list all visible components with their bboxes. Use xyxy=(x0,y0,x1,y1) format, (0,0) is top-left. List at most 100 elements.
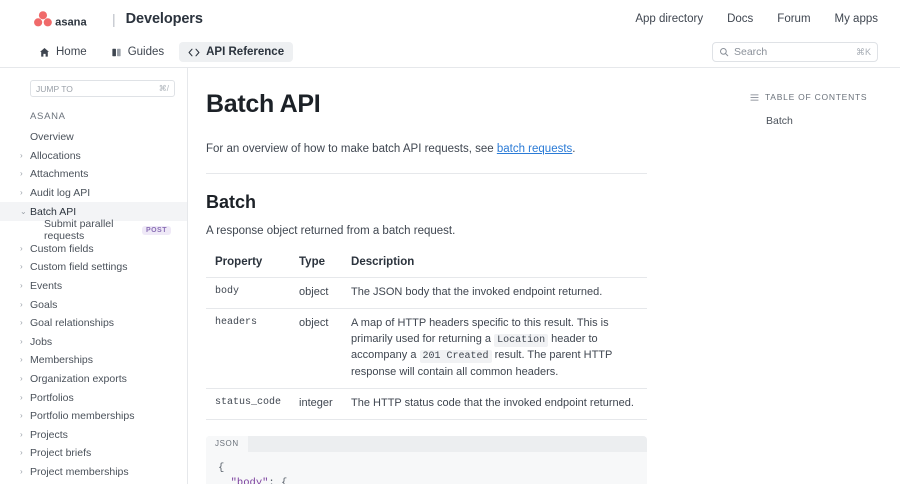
sidebar-item-portfolio-memberships[interactable]: › Portfolio memberships xyxy=(0,407,187,426)
list-icon xyxy=(750,93,759,101)
jump-to-input[interactable]: JUMP TO ⌘/ xyxy=(30,80,175,97)
code-block: JSON { "body": { "data": { "completed": … xyxy=(206,435,647,484)
toc-heading-label: Table of contents xyxy=(765,92,868,102)
top-nav-my-apps[interactable]: My apps xyxy=(834,12,878,25)
search-shortcut: ⌘K xyxy=(855,46,871,57)
jump-to-placeholder: JUMP TO xyxy=(36,83,73,94)
chevron-right-icon: › xyxy=(20,355,23,365)
search-icon xyxy=(720,48,729,57)
column-header-description: Description xyxy=(342,251,647,278)
svg-text:asana: asana xyxy=(55,16,87,27)
top-nav-docs[interactable]: Docs xyxy=(727,12,754,25)
table-row: headers object A map of HTTP headers spe… xyxy=(206,308,647,389)
sub-nav-bar: Home Guides API Reference Search ⌘K xyxy=(0,37,900,68)
book-icon xyxy=(112,48,121,56)
chevron-right-icon: › xyxy=(20,429,23,439)
toc-heading: Table of contents xyxy=(750,92,900,102)
search-box[interactable]: Search ⌘K xyxy=(712,42,878,62)
sidebar-item-overview[interactable]: Overview xyxy=(0,128,187,147)
home-icon xyxy=(40,47,49,57)
sidebar-section-title: Asana xyxy=(30,111,66,122)
code-sample-json: { "body": { "data": { "completed": false… xyxy=(206,451,647,484)
sidebar-item-custom-fields[interactable]: › Custom fields xyxy=(0,240,187,259)
cell-property: status_code xyxy=(206,388,291,420)
sidebar-item-label: Organization exports xyxy=(30,373,127,386)
sidebar-item-allocations[interactable]: › Allocations xyxy=(0,147,187,166)
sidebar-item-project-memberships[interactable]: › Project memberships xyxy=(0,463,187,482)
sidebar-item-memberships[interactable]: › Memberships xyxy=(0,351,187,370)
sidebar-item-label: Project memberships xyxy=(30,465,129,478)
sidebar-item-label: Projects xyxy=(30,428,68,441)
sidebar-item-organization-exports[interactable]: › Organization exports xyxy=(0,370,187,389)
section-description: A response object returned from a batch … xyxy=(206,225,456,237)
page-layout: JUMP TO ⌘/ Asana Overview › Allocations … xyxy=(0,68,900,484)
desc-part-2: header to accompany a xyxy=(351,332,598,362)
table-row: status_code integer The HTTP status code… xyxy=(206,388,647,420)
sidebar-item-project-briefs[interactable]: › Project briefs xyxy=(0,444,187,463)
sidebar-item-jobs[interactable]: › Jobs xyxy=(0,333,187,352)
chevron-right-icon: › xyxy=(20,374,23,384)
top-nav-app-directory[interactable]: App directory xyxy=(635,12,704,25)
chevron-right-icon: › xyxy=(20,281,23,291)
column-header-type: Type xyxy=(290,251,343,278)
desc-code-201-created: 201 Created xyxy=(419,350,492,364)
intro-text-pre: For an overview of how to make batch API… xyxy=(206,143,497,155)
batch-requests-link[interactable]: batch requests xyxy=(496,143,573,155)
cell-property: headers xyxy=(206,308,291,389)
tab-guides-label: Guides xyxy=(127,46,165,58)
section-title-batch: Batch xyxy=(206,192,257,212)
main-content: Batch API For an overview of how to make… xyxy=(188,68,750,484)
chevron-down-icon: ⌄ xyxy=(20,206,27,216)
chevron-right-icon: › xyxy=(20,169,23,179)
sidebar-item-label: Jobs xyxy=(30,335,53,348)
cell-description: The JSON body that the invoked endpoint … xyxy=(342,277,647,309)
search-placeholder: Search xyxy=(734,46,768,58)
sidebar-item-label: Goal relationships xyxy=(30,317,115,330)
sidebar-item-label: Goals xyxy=(30,298,58,311)
tab-home[interactable]: Home xyxy=(30,42,96,62)
cell-property: body xyxy=(206,277,291,309)
tab-home-label: Home xyxy=(56,46,87,58)
code-line: "body": { xyxy=(230,477,288,484)
sidebar-item-audit-log-api[interactable]: › Audit log API xyxy=(0,184,187,203)
sidebar-item-label: Batch API xyxy=(30,205,77,218)
tab-guides[interactable]: Guides xyxy=(102,42,173,62)
chevron-right-icon: › xyxy=(20,336,23,346)
table-row: body object The JSON body that the invok… xyxy=(206,277,647,309)
brand-word: Developers xyxy=(125,10,203,27)
sidebar-item-projects[interactable]: › Projects xyxy=(0,426,187,445)
desc-part-3: result. The parent HTTP response will co… xyxy=(351,349,613,378)
desc-code-location: Location xyxy=(494,333,549,347)
brand[interactable]: asana | Developers xyxy=(30,11,203,27)
sidebar-item-label: Memberships xyxy=(30,354,94,367)
page-title: Batch API xyxy=(206,90,321,118)
asana-logo: asana xyxy=(34,10,87,27)
table-header-row: Property Type Description xyxy=(206,251,647,278)
code-brackets-icon xyxy=(188,48,200,56)
sidebar-item-events[interactable]: › Events xyxy=(0,277,187,296)
sidebar-item-portfolios[interactable]: › Portfolios xyxy=(0,388,187,407)
sidebar-item-label: Portfolio memberships xyxy=(30,410,135,423)
sidebar-item-batch-api[interactable]: ⌄ Batch API xyxy=(0,202,187,221)
sidebar: JUMP TO ⌘/ Asana Overview › Allocations … xyxy=(0,68,188,484)
sidebar-item-custom-field-settings[interactable]: › Custom field settings xyxy=(0,258,187,277)
table-of-contents: Table of contents Batch xyxy=(750,68,900,484)
top-nav: App directory Docs Forum My apps xyxy=(635,13,878,25)
chevron-right-icon: › xyxy=(20,299,23,309)
sidebar-item-goals[interactable]: › Goals xyxy=(0,295,187,314)
cell-type: object xyxy=(290,277,343,309)
top-nav-forum[interactable]: Forum xyxy=(777,12,811,25)
cell-description: A map of HTTP headers specific to this r… xyxy=(342,308,647,389)
tab-api-reference[interactable]: API Reference xyxy=(179,42,294,62)
properties-table: Property Type Description body object Th… xyxy=(206,251,647,420)
sidebar-item-goal-relationships[interactable]: › Goal relationships xyxy=(0,314,187,333)
sidebar-item-submit-parallel-requests[interactable]: Submit parallel requests POST xyxy=(0,218,187,242)
chevron-right-icon: › xyxy=(20,411,23,421)
sidebar-item-attachments[interactable]: › Attachments xyxy=(0,165,187,184)
sidebar-item-label: Events xyxy=(30,280,63,293)
sidebar-item-label: Overview xyxy=(30,131,74,144)
toc-link-batch[interactable]: Batch xyxy=(766,115,793,127)
chevron-right-icon: › xyxy=(20,188,23,198)
sidebar-item-label: Audit log API xyxy=(30,187,91,200)
code-tab-json[interactable]: JSON xyxy=(206,435,248,452)
